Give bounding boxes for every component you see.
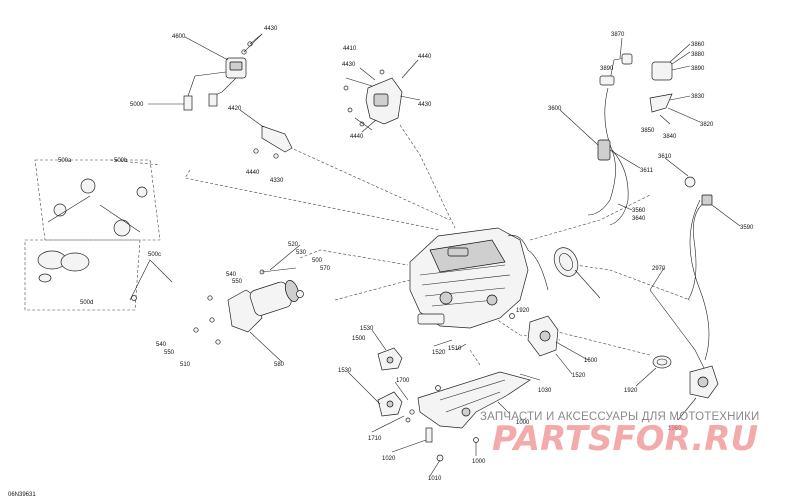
callout-label: 3890	[600, 66, 614, 72]
watermark: ЗАПЧАСТИ И АКСЕССУАРЫ ДЛЯ МОТОТЕХНИКИ PA…	[480, 411, 760, 459]
callout-label: 3890	[691, 66, 705, 72]
callout-leaders	[148, 36, 741, 477]
callout-label: 1710	[368, 436, 382, 442]
mount-1700	[377, 391, 403, 417]
callout-label: 1700	[396, 378, 410, 384]
document-id: 06N39631	[8, 492, 36, 498]
callout-label: 4430	[342, 62, 356, 68]
callout-label: 530	[296, 250, 307, 256]
callout-label: 1600	[584, 358, 598, 364]
callout-label: 500	[312, 258, 323, 264]
assembly-link-lines	[184, 124, 691, 366]
gasket-5300	[553, 247, 579, 277]
engine-mount-bracket	[405, 371, 531, 462]
callout-label: 1920	[516, 308, 530, 314]
sensor-harness-assembly	[587, 53, 696, 226]
callout-label: 500c	[148, 252, 161, 258]
component-1960	[689, 365, 719, 399]
cable-3590	[649, 194, 713, 371]
callout-label: 3590	[740, 225, 754, 231]
callout-label: 580	[274, 362, 285, 368]
callout-label: 1530	[338, 368, 352, 374]
callout-label: 3860	[691, 42, 705, 48]
callout-label: 3600	[548, 106, 562, 112]
bracket-assembly-4400	[343, 69, 403, 131]
callout-label: 2970	[652, 266, 666, 272]
callout-label: 3850	[641, 128, 655, 134]
mount-1500	[377, 347, 403, 371]
callout-label: 4440	[418, 54, 432, 60]
throttle-body-1600	[509, 313, 559, 357]
callout-label: 3820	[700, 122, 714, 128]
callout-label: 1500	[352, 336, 366, 342]
callout-label: 1000	[472, 459, 486, 465]
callout-label: 5000	[130, 102, 144, 108]
callout-label: 1530	[360, 326, 374, 332]
callout-label: 540	[156, 342, 167, 348]
callout-label: 1000	[516, 420, 530, 426]
callout-label: 500d	[80, 300, 93, 306]
callout-label: 1960	[668, 426, 682, 432]
callout-label: 500a	[58, 158, 72, 164]
callout-label: 550	[232, 279, 243, 285]
callout-label: 3880	[691, 52, 705, 58]
callout-label: 4430	[264, 26, 278, 32]
callout-label: 1920	[624, 388, 638, 394]
watermark-brand: PARTSFOR.RU	[492, 419, 758, 459]
callout-label: 570	[320, 266, 331, 272]
callout-label: 1030	[538, 388, 552, 394]
callout-label: 3560	[632, 208, 646, 214]
watermark-tagline: ЗАПЧАСТИ И АКСЕССУАРЫ ДЛЯ МОТОТЕХНИКИ	[480, 411, 760, 423]
engine-block	[409, 227, 549, 329]
callout-label: 4430	[418, 102, 432, 108]
callout-label: 4330	[270, 178, 284, 184]
callout-label: 1520	[432, 350, 446, 356]
callout-label: 1510	[448, 346, 462, 352]
callout-label: 4420	[228, 106, 242, 112]
callout-label: 1020	[382, 456, 396, 462]
callout-label: 500b	[114, 158, 128, 164]
callout-label: 3830	[691, 94, 705, 100]
callout-label: 4440	[246, 170, 260, 176]
callout-labels: 4430 4600 4410 4440 4430 4430 4440 5000 …	[58, 26, 754, 482]
callout-label: 3610	[658, 154, 672, 160]
callout-label: 4600	[172, 34, 186, 40]
clamp-1920	[652, 355, 672, 369]
callout-label: 4410	[343, 46, 357, 52]
callout-label: 550	[164, 350, 175, 356]
callout-label: 1520	[572, 373, 586, 379]
callout-label: 540	[226, 272, 237, 278]
callout-label: 1010	[428, 476, 442, 482]
callout-label: 3870	[611, 32, 625, 38]
ignition-coil-assembly	[183, 33, 263, 111]
callout-label: 3640	[632, 216, 646, 222]
callout-label: 4440	[350, 134, 364, 140]
bracket-4420	[253, 125, 293, 159]
callout-label: 510	[180, 362, 191, 368]
detail-panel-500	[24, 159, 173, 311]
starter-motor-500	[193, 267, 304, 345]
callout-label: 520	[288, 242, 299, 248]
callout-label: 3840	[663, 134, 677, 140]
callout-label: 3611	[640, 168, 654, 174]
